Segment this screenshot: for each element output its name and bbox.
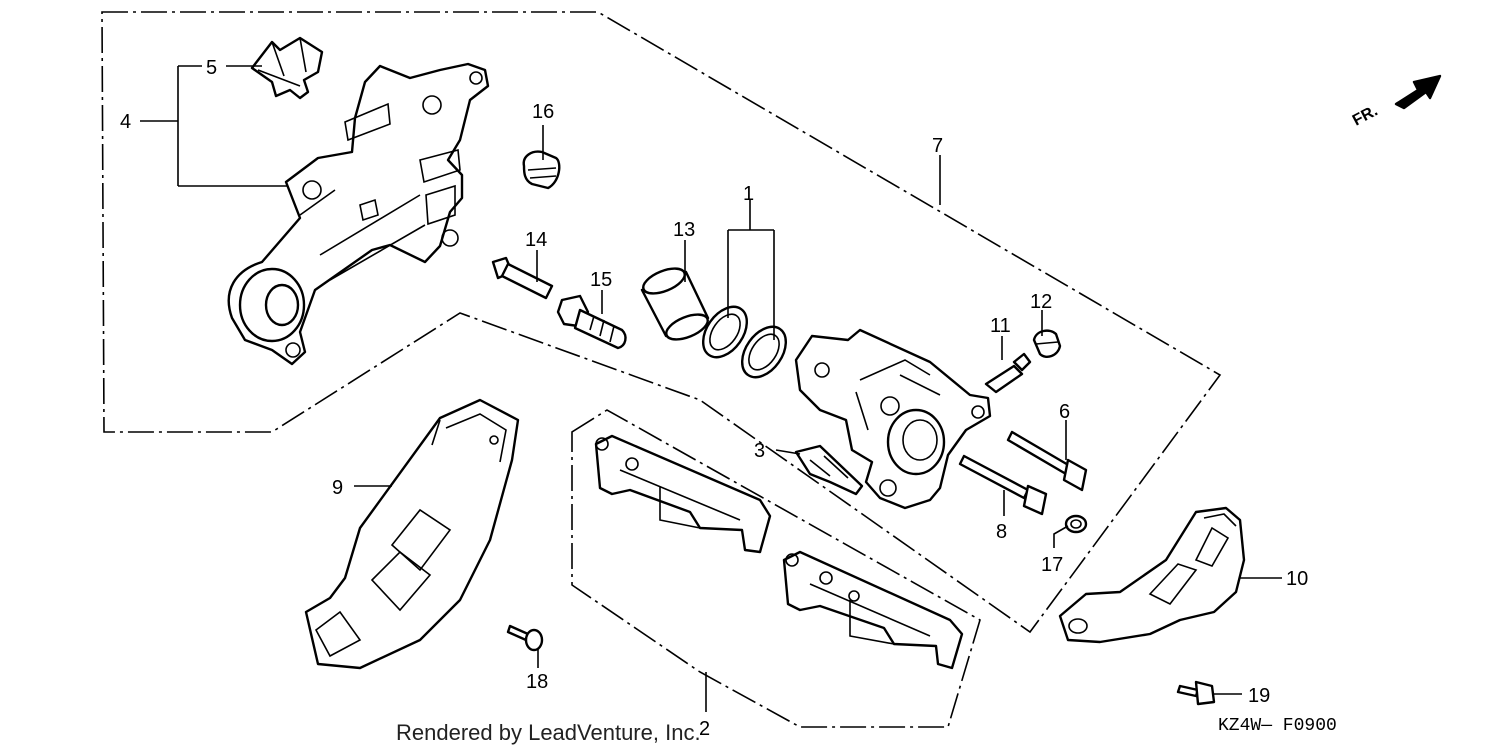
callout-11: 11 (990, 315, 1011, 337)
caliper-body (794, 328, 992, 510)
callout-4: 4 (120, 111, 131, 133)
piston-seal-set (701, 305, 788, 379)
callout-19: 19 (1248, 685, 1270, 707)
pad-pin (958, 454, 1048, 516)
callout-18: 18 (526, 671, 548, 693)
callout-2: 2 (699, 718, 710, 740)
flange-bolt (1176, 680, 1216, 706)
callout-14: 14 (525, 229, 547, 251)
callout-10: 10 (1286, 568, 1308, 590)
arrow-icon (1394, 74, 1442, 110)
render-credit: Rendered by LeadVenture, Inc. (396, 720, 701, 745)
bolt (556, 294, 627, 350)
screw (506, 624, 544, 652)
callout-5: 5 (206, 57, 217, 79)
bracket-group-outline (101, 11, 1222, 634)
pin-bolt (491, 256, 554, 300)
pad-retainer (794, 444, 864, 496)
pad-set-outline (571, 409, 981, 728)
pin-bolt-long (1006, 430, 1088, 492)
brake-pad-upper (594, 434, 772, 554)
disc-guard (304, 398, 520, 670)
diagram-code: KZ4W— F0900 (1218, 716, 1337, 736)
bleeder-valve (984, 352, 1032, 394)
callout-6: 6 (1059, 401, 1070, 423)
front-direction-indicator: FR. (1350, 74, 1442, 130)
callout-labels: 1 2 3 4 5 6 7 8 9 10 11 12 13 14 15 16 1… (120, 57, 1308, 740)
callout-12: 12 (1030, 291, 1052, 313)
front-label: FR. (1350, 102, 1381, 129)
piston (640, 267, 710, 341)
bleeder-cap-small (1032, 329, 1062, 358)
caliper-bracket (227, 62, 490, 366)
brake-pad-lower (782, 550, 964, 670)
leader-lines (140, 65, 1282, 712)
callout-3: 3 (754, 440, 765, 462)
callout-9: 9 (332, 477, 343, 499)
pad-spring (250, 36, 324, 100)
callout-15: 15 (590, 269, 612, 291)
callout-1: 1 (743, 183, 754, 205)
callout-8: 8 (996, 521, 1007, 543)
callout-16: 16 (532, 101, 554, 123)
callout-7: 7 (932, 135, 943, 157)
callout-17: 17 (1041, 554, 1063, 576)
small-nut (1064, 514, 1088, 534)
callout-13: 13 (673, 219, 695, 241)
bleeder-cap (522, 150, 561, 190)
caliper-guard (1058, 506, 1246, 644)
